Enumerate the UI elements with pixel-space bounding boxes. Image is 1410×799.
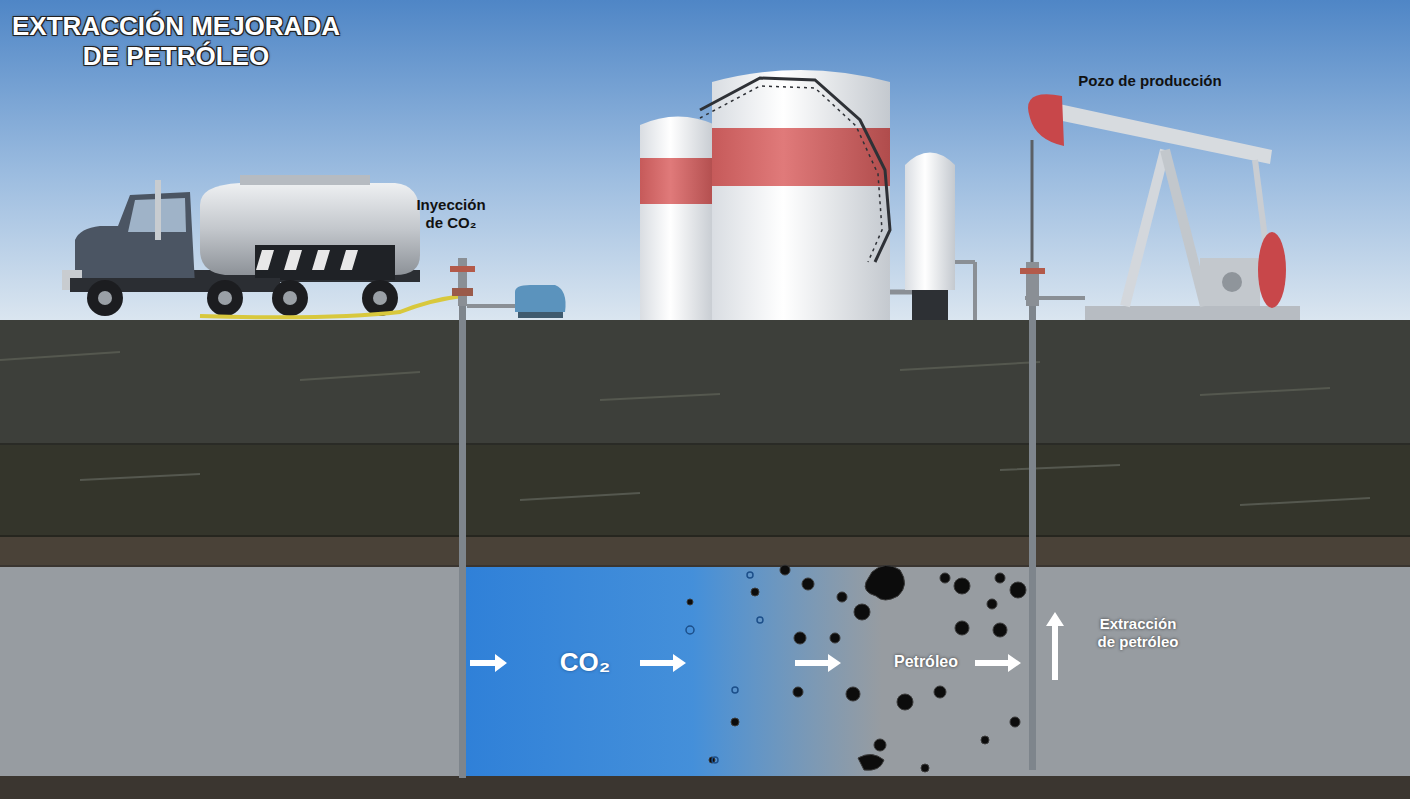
diagram-title: EXTRACCIÓN MEJORADA DE PETRÓLEO — [6, 12, 346, 72]
well-casings — [459, 300, 1036, 778]
extraction-label: Extracción de petróleo — [1091, 615, 1186, 651]
injection-wellhead — [450, 258, 566, 318]
injection-label: Inyección de CO₂ — [411, 196, 491, 232]
co2-bubbles — [686, 572, 763, 763]
storage-tanks — [640, 70, 975, 320]
flow-arrows — [470, 612, 1064, 680]
co2-zone — [462, 566, 882, 776]
well-label: Pozo de producción — [1078, 72, 1221, 90]
oil-label: Petróleo — [894, 652, 958, 671]
tanker-truck — [62, 175, 462, 317]
ground-layers — [0, 320, 1410, 799]
oil-droplets — [687, 565, 1026, 772]
sky — [0, 0, 1410, 322]
pump-jack — [1020, 94, 1300, 320]
co2-label: CO₂ — [560, 647, 611, 678]
